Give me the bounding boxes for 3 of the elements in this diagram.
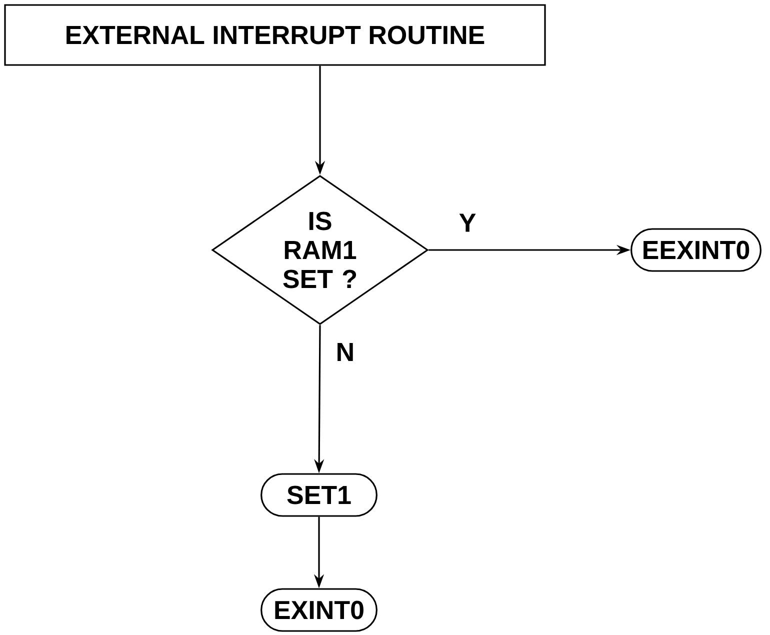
edge-label: N <box>338 343 353 361</box>
edge-label: Y <box>459 214 476 232</box>
process-box: EXTERNAL INTERRUPT ROUTINE <box>4 4 546 66</box>
